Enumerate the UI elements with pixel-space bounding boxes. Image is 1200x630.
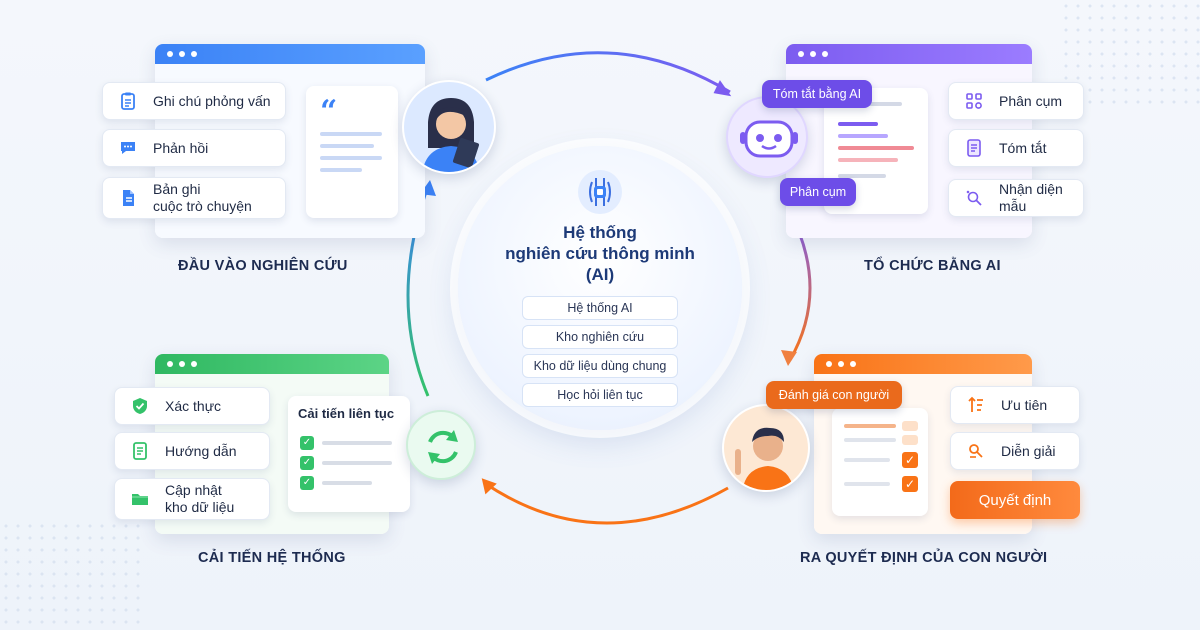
hub-title-line1: Hệ thống xyxy=(563,223,637,242)
cluster-icon xyxy=(963,90,985,112)
check-icon: ✓ xyxy=(300,436,314,450)
decide-review-card: ✓ ✓ xyxy=(832,408,928,516)
improve-item-validate[interactable]: Xác thực xyxy=(114,387,270,425)
input-section-title: ĐẦU VÀO NGHIÊN CỨU xyxy=(178,258,348,274)
hub-item-ai-system[interactable]: Hệ thống AI xyxy=(522,296,678,320)
researcher-avatar xyxy=(402,80,496,174)
chat-bubble-icon xyxy=(117,137,139,159)
organize-item-summary[interactable]: Tóm tắt xyxy=(948,129,1084,167)
improve-item-guide[interactable]: Hướng dẫn xyxy=(114,432,270,470)
pattern-icon xyxy=(963,187,985,209)
checklist-card: Cải tiến liên tục ✓ ✓ ✓ xyxy=(288,396,410,512)
organize-item-pattern[interactable]: Nhận diện mẫu xyxy=(948,179,1084,217)
folder-icon xyxy=(129,488,151,510)
interpret-icon xyxy=(965,440,987,462)
decide-section-title: RA QUYẾT ĐỊNH CỦA CON NGƯỜI xyxy=(800,550,1048,566)
input-item-feedback[interactable]: Phản hồi xyxy=(102,129,286,167)
organize-item-label: Tóm tắt xyxy=(999,139,1047,156)
quote-card: “ xyxy=(306,86,398,218)
hub-title-line3: (AI) xyxy=(585,265,615,284)
decision-button[interactable]: Quyết định xyxy=(950,481,1080,519)
hub-item-continuous-learning[interactable]: Học hỏi liên tục xyxy=(522,383,678,407)
priority-icon xyxy=(965,394,987,416)
check-box-icon: ✓ xyxy=(902,476,918,492)
refresh-icon xyxy=(406,410,476,480)
improve-item-label-line1: Cập nhật xyxy=(165,482,222,498)
tag-clustering: Phân cụm xyxy=(780,178,856,206)
improve-section-title: CẢI TIẾN HỆ THỐNG xyxy=(198,550,346,566)
center-hub: Hệ thống nghiên cứu thông minh (AI) Hệ t… xyxy=(458,146,742,430)
hub-item-shared-data[interactable]: Kho dữ liệu dùng chung xyxy=(522,354,678,378)
decide-item-interpret[interactable]: Diễn giải xyxy=(950,432,1080,470)
summary-icon xyxy=(963,137,985,159)
document-icon xyxy=(117,187,139,209)
hub-item-research-repo[interactable]: Kho nghiên cứu xyxy=(522,325,678,349)
clipboard-icon xyxy=(117,90,139,112)
organize-section-title: TỔ CHỨC BẰNG AI xyxy=(864,258,1001,274)
decorative-dots-bottom-left xyxy=(0,520,140,630)
organize-item-label: Phân cụm xyxy=(999,92,1063,109)
hub-title-line2: nghiên cứu thông minh xyxy=(505,244,695,263)
check-box-icon: ✓ xyxy=(902,452,918,468)
arrow-decide-to-improve xyxy=(485,482,729,525)
robot-icon xyxy=(726,96,808,178)
organize-item-clustering[interactable]: Phân cụm xyxy=(948,82,1084,120)
ai-brain-icon xyxy=(576,168,624,216)
check-icon: ✓ xyxy=(300,456,314,470)
decision-maker-avatar xyxy=(722,404,810,492)
decide-item-priority[interactable]: Ưu tiên xyxy=(950,386,1080,424)
input-item-label-line2: cuộc trò chuyện xyxy=(153,198,252,214)
arrow-input-to-organize xyxy=(485,51,731,94)
input-item-label-line1: Bản ghi xyxy=(153,181,201,197)
guide-icon xyxy=(129,440,151,462)
shield-check-icon xyxy=(129,395,151,417)
quote-icon: “ xyxy=(320,94,338,129)
improve-item-label: Xác thực xyxy=(165,397,222,414)
improve-item-label: Hướng dẫn xyxy=(165,442,237,459)
decide-item-label: Diễn giải xyxy=(1001,442,1056,459)
tag-ai-summary: Tóm tắt bằng AI xyxy=(762,80,872,108)
checklist-title: Cải tiến liên tục xyxy=(298,406,395,421)
decide-item-label: Ưu tiên xyxy=(1001,396,1048,413)
improve-item-label-line2: kho dữ liệu xyxy=(165,499,235,515)
input-item-label: Ghi chú phỏng vấn xyxy=(153,92,271,109)
input-item-label: Phản hồi xyxy=(153,139,209,156)
check-icon: ✓ xyxy=(300,476,314,490)
input-item-interview-notes[interactable]: Ghi chú phỏng vấn xyxy=(102,82,286,120)
tag-human-review: Đánh giá con người xyxy=(766,381,902,409)
organize-item-label: Nhận diện mẫu xyxy=(999,181,1063,214)
